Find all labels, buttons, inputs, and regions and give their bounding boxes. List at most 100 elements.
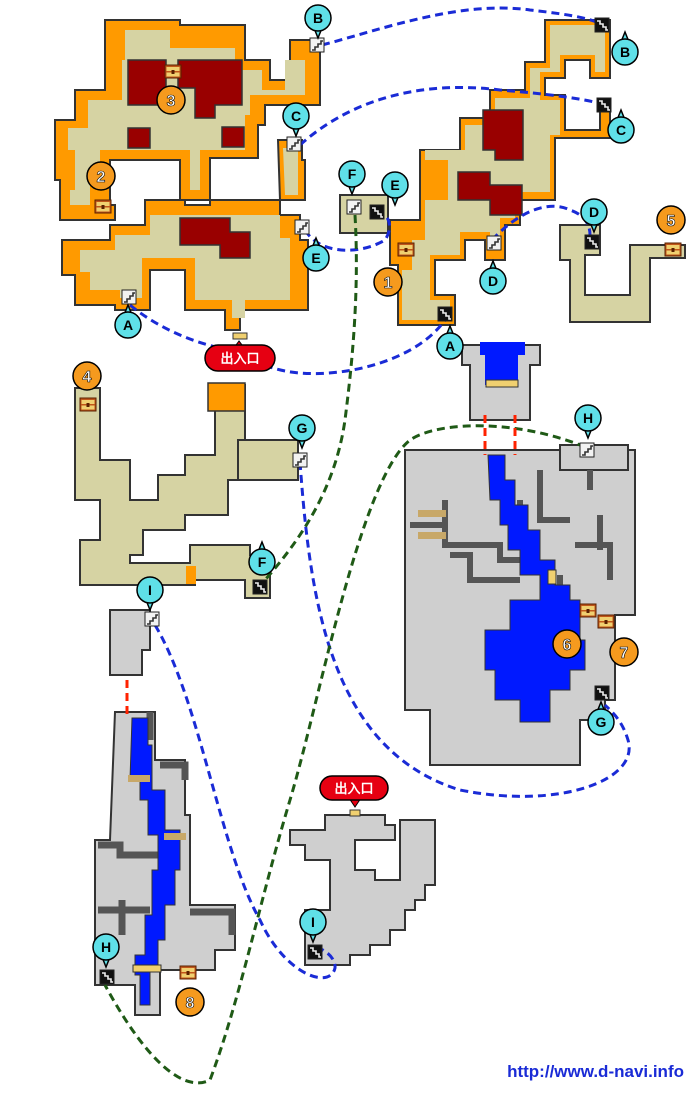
lower-middle-room-floor	[289, 814, 436, 966]
stairs-up-icon	[292, 452, 308, 468]
link-label-text: B	[620, 44, 630, 60]
link-label-text: H	[583, 410, 593, 426]
lava-pool	[482, 109, 524, 161]
link-label-bubble: H	[92, 933, 120, 970]
link-label-bubble: A	[436, 323, 464, 360]
treasure-marker: 2	[86, 161, 116, 191]
water	[480, 342, 525, 385]
stairs-down-icon	[369, 204, 385, 220]
link-h	[103, 424, 586, 1085]
treasure-marker: 3	[156, 85, 186, 115]
link-b	[321, 6, 607, 47]
treasure-number: 8	[186, 995, 195, 1012]
stairs-down-icon	[584, 234, 600, 250]
link-label-text: D	[488, 273, 498, 289]
chest-icon	[664, 242, 682, 257]
stairs-down-icon	[594, 685, 610, 701]
link-label-bubble: I	[299, 908, 327, 945]
bridge	[547, 569, 557, 585]
link-label-text: H	[101, 939, 111, 955]
chest-icon	[94, 199, 112, 214]
treasure-number: 3	[167, 93, 176, 110]
side-room	[559, 224, 686, 323]
link-label-bubble: E	[381, 171, 409, 208]
treasure-marker: 4	[72, 361, 102, 391]
link-c	[298, 86, 606, 147]
lava-pool	[221, 126, 245, 148]
stairs-up-icon	[144, 611, 160, 627]
link-label-bubble: C	[282, 102, 310, 139]
treasure-markers: 1 2 3 4 5 6 7 8	[72, 85, 686, 1017]
area-top-right-inner	[402, 25, 605, 320]
entrance-marker: 出入口	[204, 340, 276, 372]
stairs-down-icon	[307, 944, 323, 960]
link-label-text: F	[258, 554, 267, 570]
entrance-marker: 出入口	[319, 775, 389, 808]
link-i	[153, 624, 337, 980]
entrance-doorway	[232, 332, 248, 340]
link-label-bubble: F	[338, 160, 366, 197]
link-label-bubble: A	[114, 302, 142, 339]
link-label-bubble: I	[136, 576, 164, 613]
link-label-text: I	[311, 914, 315, 930]
link-label-bubble: D	[580, 198, 608, 235]
entrance-label: 出入口	[334, 781, 373, 796]
stairs-up-icon	[579, 442, 595, 458]
chest-icon	[397, 242, 415, 257]
treasure-number: 5	[667, 213, 676, 230]
treasure-marker: 1	[373, 267, 403, 297]
link-label-text: C	[616, 122, 626, 138]
link-g	[298, 461, 631, 798]
treasure-marker: 6	[552, 629, 582, 659]
chest-icon	[79, 397, 97, 412]
lava-pool	[179, 217, 251, 259]
area-top-right	[389, 19, 686, 326]
orange-floor	[207, 382, 246, 412]
stairs-down-icon	[596, 97, 612, 113]
link-label-bubble: G	[288, 414, 316, 451]
link-labels: B B C C F E E D D A A H G F I G H I	[92, 4, 639, 970]
bridge	[132, 964, 162, 973]
area-middle-left-floor	[74, 384, 271, 599]
chest-icon	[597, 614, 615, 629]
treasure-number: 1	[384, 275, 393, 292]
bridge	[128, 775, 150, 782]
link-label-text: E	[390, 177, 399, 193]
link-label-text: F	[348, 166, 357, 182]
lava-pool	[127, 127, 151, 149]
stairs-up-icon	[286, 136, 302, 152]
corridor	[237, 439, 299, 481]
chest-icon	[579, 603, 597, 618]
treasure-number: 2	[97, 169, 106, 186]
stairs-down-icon	[252, 579, 268, 595]
treasure-number: 6	[563, 637, 572, 654]
link-label-bubble: E	[302, 235, 330, 272]
entrance-label: 出入口	[220, 351, 259, 366]
bridge	[485, 379, 519, 388]
link-label-bubble: F	[248, 539, 276, 576]
area-lower-middle	[289, 809, 436, 966]
treasure-marker: 7	[609, 637, 639, 667]
stairs-down-icon	[437, 306, 453, 322]
connection-lines	[103, 6, 631, 1085]
entrance-doorway	[349, 809, 361, 817]
link-label-text: D	[589, 204, 599, 220]
link-d	[490, 204, 592, 242]
treasure-number: 7	[620, 645, 629, 662]
treasure-marker: 8	[175, 987, 205, 1017]
link-label-text: E	[311, 250, 320, 266]
link-label-text: G	[596, 714, 607, 730]
treasure-marker: 5	[656, 205, 686, 235]
stairs-up-icon	[121, 289, 137, 305]
small-gray-room	[109, 609, 151, 676]
link-label-text: G	[297, 420, 308, 436]
link-label-bubble: B	[304, 4, 332, 41]
lava-pool	[177, 59, 243, 119]
link-label-text: C	[291, 108, 301, 124]
lower-left-cave-walls	[98, 712, 236, 935]
link-label-bubble: G	[587, 699, 615, 736]
link-a	[129, 303, 447, 376]
area-middle-left	[74, 382, 299, 599]
link-label-text: I	[148, 582, 152, 598]
